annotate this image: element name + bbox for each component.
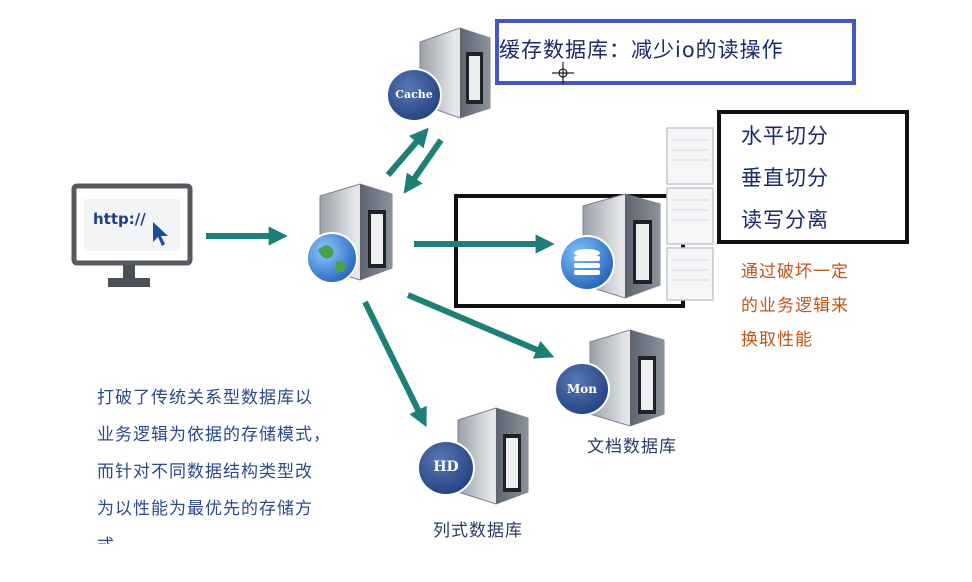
nosql-note-line-3: 而针对不同数据结构类型改	[97, 462, 313, 482]
cache-note-text: 缓存数据库：减少io的读操作	[499, 38, 784, 62]
split-item-horizontal: 水平切分	[741, 124, 829, 148]
browser-monitor-icon	[71, 183, 193, 287]
nosql-note-line-1: 打破了传统关系型数据库以	[97, 388, 313, 408]
arrow-web-to-document-db	[406, 292, 555, 359]
cache-note-frame	[495, 19, 856, 85]
table-sheets-icon	[666, 127, 714, 301]
nosql-note-line-2: 业务逻辑为依据的存储模式，	[97, 425, 331, 445]
mongo-badge-label: Mon	[566, 382, 597, 396]
split-strategies-frame	[717, 110, 909, 244]
split-item-vertical: 垂直切分	[741, 166, 829, 190]
document-db-server-icon	[554, 329, 665, 427]
hbase-badge-label: HD	[433, 459, 459, 475]
split-item-rw-separation: 读写分离	[741, 208, 829, 232]
browser-url-text: http://	[93, 210, 146, 228]
database-stack-icon	[574, 249, 600, 275]
document-db-label: 文档数据库	[587, 437, 677, 457]
web-server-icon	[306, 183, 393, 284]
mouse-cursor-icon	[153, 222, 168, 246]
cache-badge-label: Cache	[395, 88, 433, 101]
arrow-web-to-cache	[385, 127, 429, 177]
arrow-web-to-columnar-db	[362, 300, 427, 428]
tradeoff-note-line-2: 的业务逻辑来	[741, 296, 849, 316]
columnar-db-server-icon	[417, 407, 529, 505]
globe-icon	[306, 232, 358, 284]
nosql-note-line-5: 式	[97, 531, 115, 544]
tradeoff-note-line-3: 换取性能	[741, 330, 813, 350]
tradeoff-note-line-1: 通过破坏一定	[741, 262, 849, 282]
flow-arrows	[206, 127, 555, 428]
arrow-cache-to-web	[403, 138, 444, 194]
cache-server-icon	[386, 27, 491, 122]
relational-database-server-icon	[559, 193, 661, 299]
columnar-db-label: 列式数据库	[433, 521, 523, 541]
nosql-note-line-4: 为以性能为最优先的存储方	[97, 499, 313, 519]
move-cursor-icon	[552, 62, 574, 84]
